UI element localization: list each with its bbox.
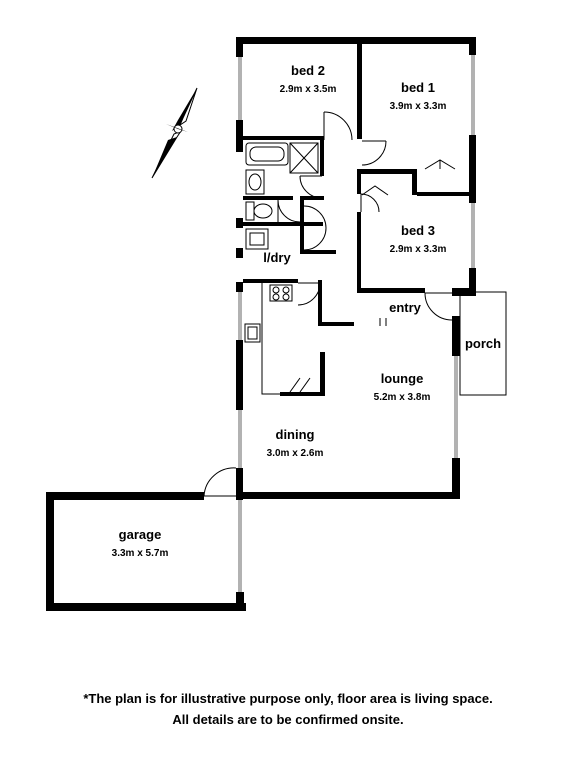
lounge-dims: 5.2m x 3.8m [374,392,431,403]
bed3-label: bed 3 [401,223,435,238]
garage-walls [46,492,246,611]
disclaimer: *The plan is for illustrative purpose on… [0,688,576,730]
porch-label: porch [465,336,501,351]
lounge-label: lounge [381,371,424,386]
doors [203,111,456,497]
garage-dims: 3.3m x 5.7m [112,548,169,559]
bed2-label: bed 2 [291,63,325,78]
north-arrow-icon [151,87,198,179]
windows [238,55,475,598]
garage-label: garage [119,527,162,542]
bed2-dims: 2.9m x 3.5m [280,84,337,95]
bed1-label: bed 1 [401,80,435,95]
dining-label: dining [276,427,315,442]
dining-dims: 3.0m x 2.6m [267,448,324,459]
fixtures [244,142,319,395]
disclaimer-line-2: All details are to be confirmed onsite. [172,712,404,727]
bed3-dims: 2.9m x 3.3m [390,244,447,255]
porch-outline [459,291,507,396]
ldry-label: l/dry [263,250,291,265]
entry-label: entry [389,300,422,315]
disclaimer-line-1: *The plan is for illustrative purpose on… [83,691,493,706]
bed1-dims: 3.9m x 3.3m [390,101,447,112]
interior-walls [243,37,469,396]
